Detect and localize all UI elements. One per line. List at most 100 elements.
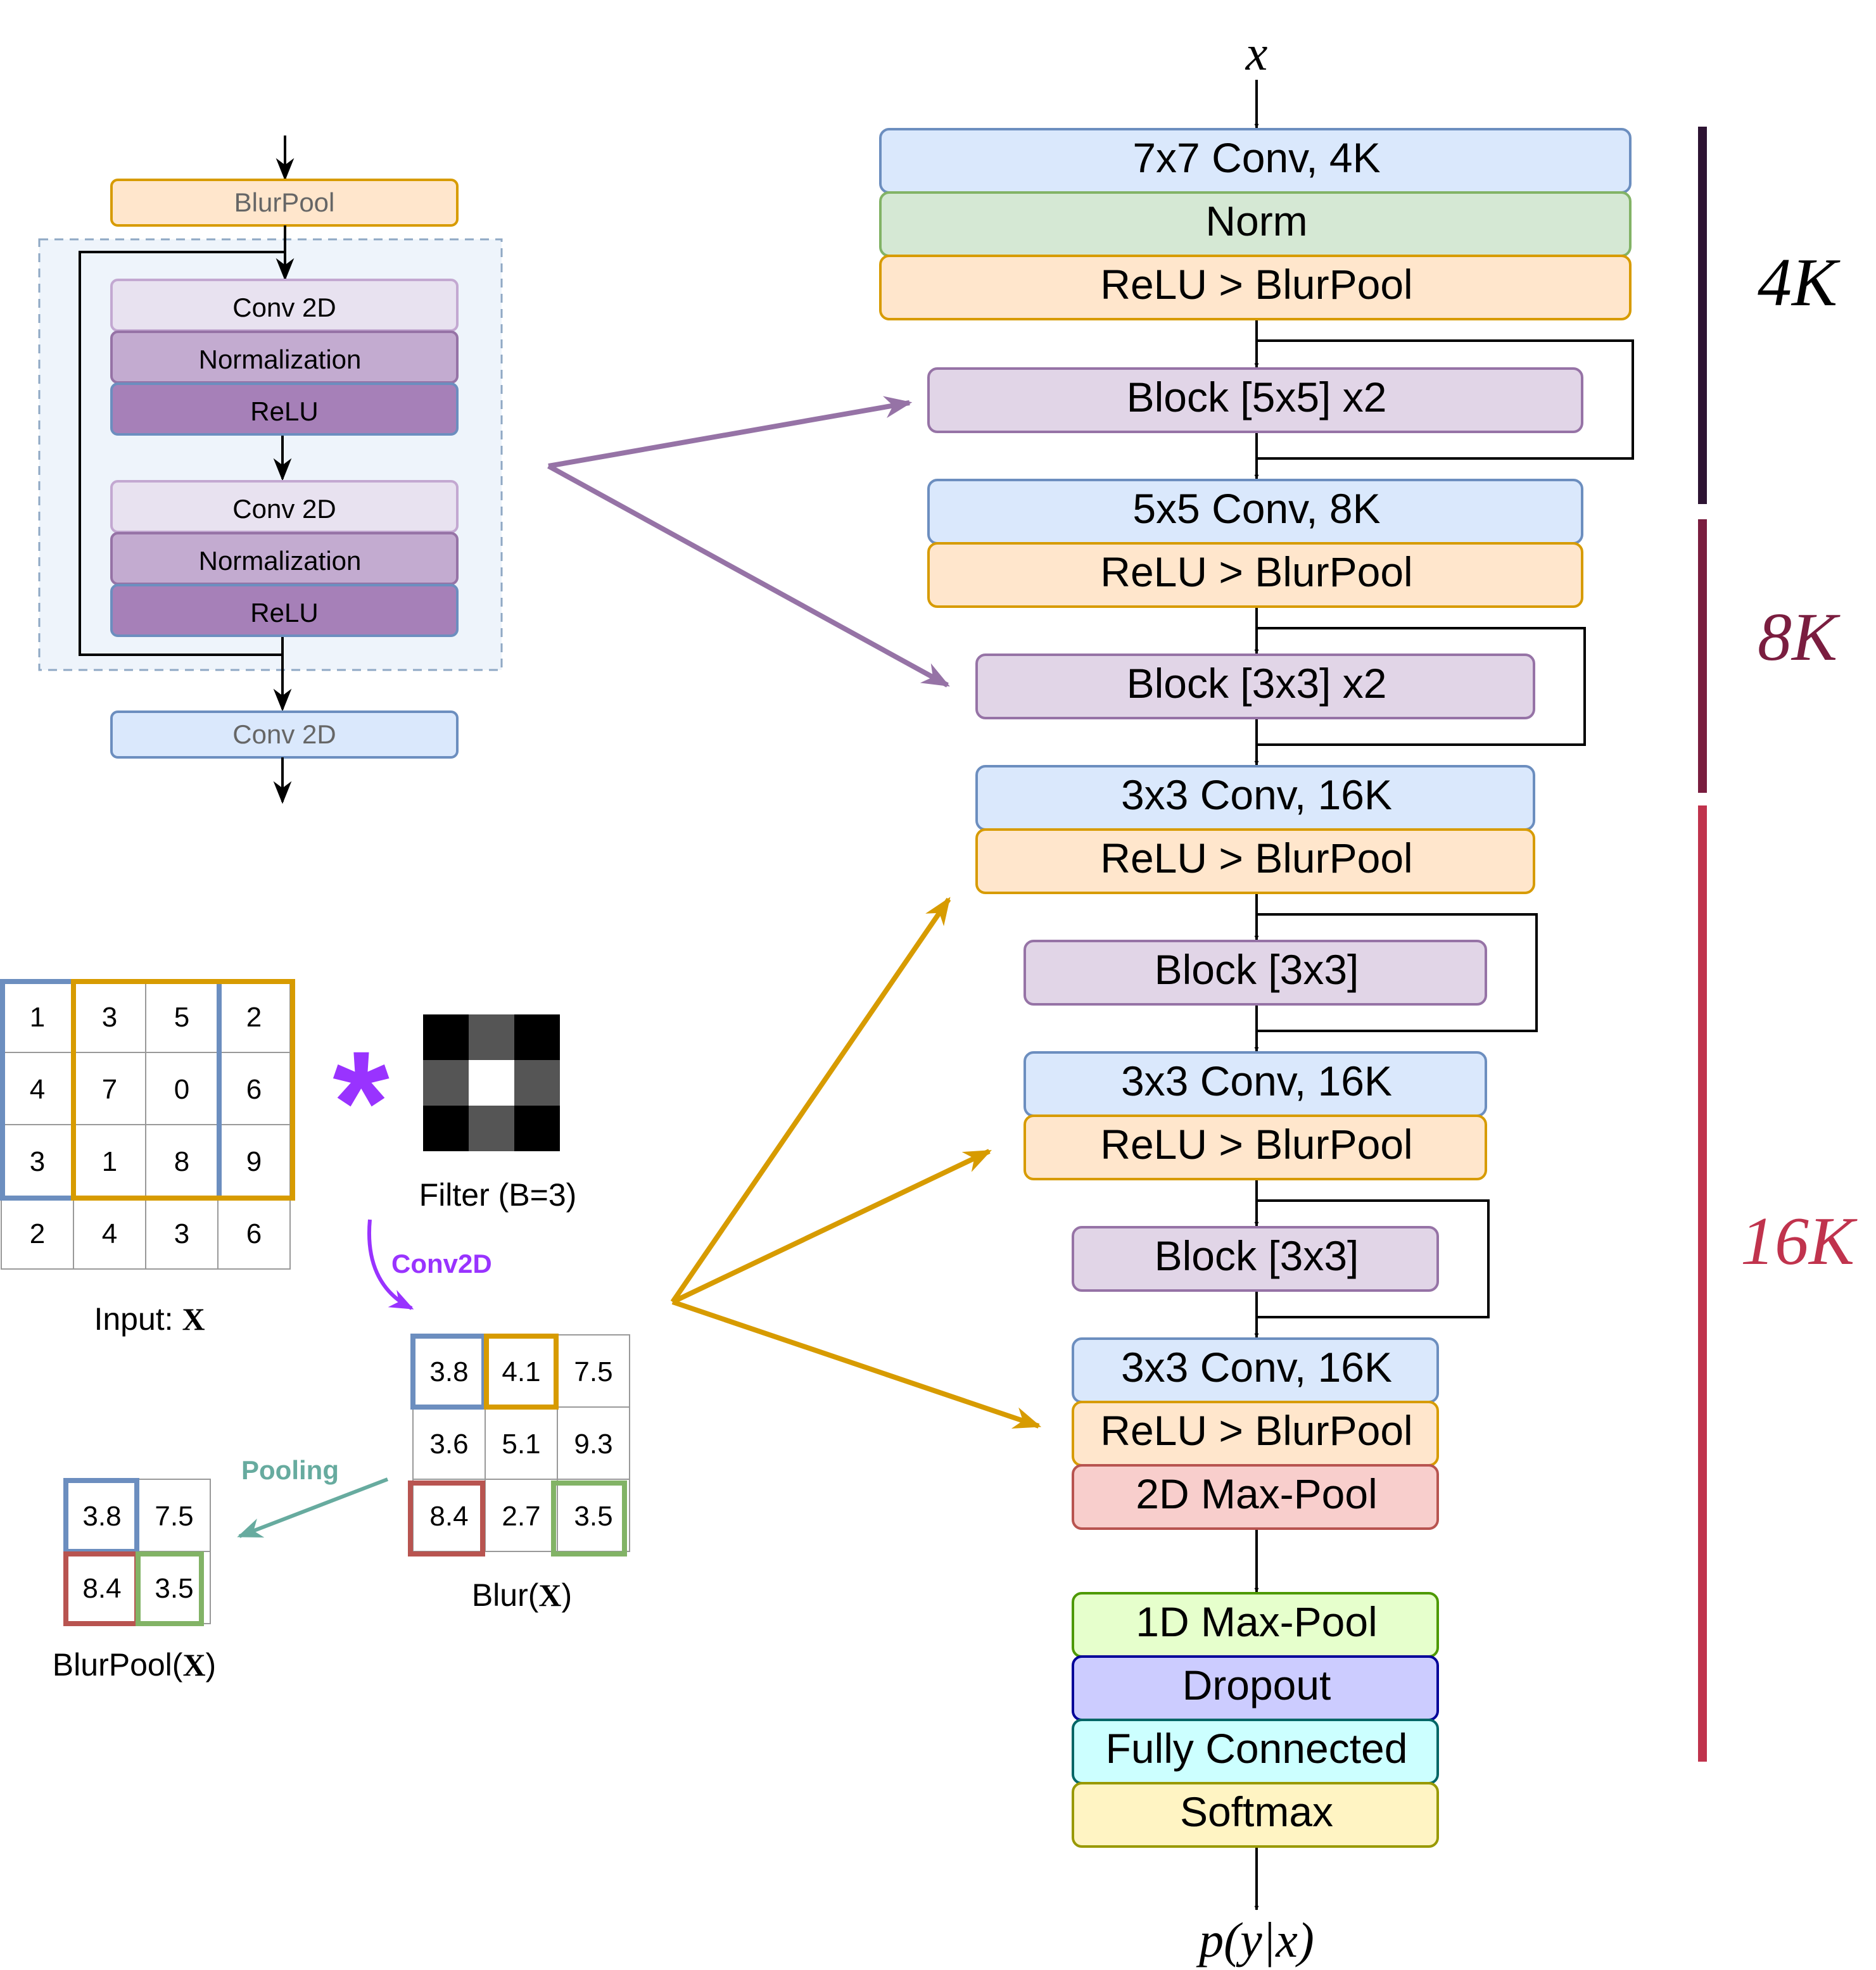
filter-cell — [469, 1106, 514, 1151]
layer-3x3-conv-16k-10: 3x3 Conv, 16K — [1024, 1051, 1487, 1117]
matrix-cell-value: 3 — [174, 1218, 189, 1249]
layer-3x3-conv-16k-13: 3x3 Conv, 16K — [1072, 1337, 1439, 1403]
matrix-cell — [557, 1334, 630, 1408]
matrix-cell-value: 7.5 — [155, 1501, 193, 1532]
layer-box — [927, 542, 1583, 608]
skip-connection-block-3x3 — [1257, 913, 1538, 1032]
layer-label: Fully Connected — [1106, 1725, 1408, 1772]
filter-cell — [514, 1106, 560, 1151]
input-window-orange — [71, 979, 295, 1201]
matrix-cell-value: 5 — [174, 1002, 189, 1033]
layer-box — [1072, 1226, 1439, 1292]
relu-a-label: ReLU — [250, 396, 318, 426]
layer-softmax-19: Softmax — [1072, 1782, 1439, 1848]
filter-cell — [423, 1060, 469, 1106]
pooling-label: Pooling — [241, 1455, 339, 1485]
block-detail-conv2d-box — [110, 710, 459, 759]
matrix-cell-value: 0 — [174, 1074, 189, 1105]
layer-label: Block [5x5] x2 — [1127, 374, 1387, 420]
blur-window-red — [408, 1481, 485, 1556]
block-detail-conv2d-label: Conv 2D — [232, 719, 336, 749]
relu-a-box — [110, 382, 459, 436]
matrix-cell — [217, 1124, 291, 1197]
layer-relu-blurpool-11: ReLU > BlurPool — [1024, 1114, 1487, 1180]
layer-block-3x3-9: Block [3x3] — [1024, 940, 1487, 1006]
network-connectors — [1254, 80, 1634, 1910]
layer-relu-blurpool-2: ReLU > BlurPool — [879, 255, 1632, 320]
matrix-cell — [412, 1479, 486, 1552]
layer-label: 3x3 Conv, 16K — [1121, 1058, 1392, 1104]
layer-box — [879, 255, 1632, 320]
matrix-cell — [217, 980, 291, 1053]
expand-to-blurpool-1-arrow — [670, 897, 951, 1304]
matrix-cell-value: 5.1 — [502, 1429, 540, 1460]
matrix-cell-value: 7 — [102, 1074, 117, 1105]
normalization-b-label: Normalization — [199, 546, 362, 576]
relu-b-label: ReLU — [250, 598, 318, 628]
matrix-cell-value: 4.1 — [502, 1356, 540, 1387]
stage-label-8k: 8K — [1758, 600, 1841, 675]
filter-label: Filter (B=3) — [419, 1177, 577, 1213]
matrix-cell-value: 7.5 — [574, 1356, 612, 1387]
matrix-cell — [137, 1479, 211, 1552]
matrix-cell — [145, 1052, 219, 1125]
matrix-cell — [557, 1479, 630, 1552]
layer-7x7-conv-4k-0: 7x7 Conv, 4K — [879, 128, 1632, 194]
matrix-cell — [412, 1334, 486, 1408]
layer-box — [1072, 1782, 1439, 1848]
pool-cell-green-border — [136, 1551, 204, 1626]
layer-label: ReLU > BlurPool — [1100, 835, 1412, 881]
matrix-cell-value: 3 — [30, 1146, 45, 1177]
layer-fully-connected-18: Fully Connected — [1072, 1719, 1439, 1784]
layer-block-3x3-x2-6: Block [3x3] x2 — [975, 654, 1535, 719]
skip-connection-block-5x5-x2 — [1257, 339, 1634, 460]
layer-label: 7x7 Conv, 4K — [1132, 134, 1380, 181]
conv2d-label: Conv2D — [391, 1249, 492, 1279]
layer-relu-blurpool-5: ReLU > BlurPool — [927, 542, 1583, 608]
layer-label: Dropout — [1182, 1662, 1331, 1708]
matrix-cell-value: 8.4 — [82, 1573, 121, 1604]
layer-block-5x5-x2-3: Block [5x5] x2 — [927, 367, 1583, 433]
blur-label: Blur(X) — [472, 1577, 572, 1613]
layer-box — [927, 367, 1583, 433]
expand-to-block-5x5-arrow — [548, 396, 913, 469]
filter-cell — [423, 1106, 469, 1151]
layer-box — [1024, 1114, 1487, 1180]
output-probability-label: p(y|x) — [1196, 1912, 1314, 1967]
layer-label: Block [3x3] — [1155, 1232, 1359, 1279]
expand-to-blurpool-3-arrow — [671, 1299, 1042, 1429]
matrix-cell-value: 1 — [30, 1002, 45, 1033]
layer-box — [1072, 1464, 1439, 1530]
matrix-cell — [73, 1196, 146, 1270]
matrix-cell-value: 4 — [30, 1074, 45, 1105]
input-label: Input: X — [94, 1301, 205, 1337]
skip-connection-block-3x3-x2 — [1257, 627, 1586, 746]
block-detail-blurpool-label: BlurPool — [234, 187, 335, 217]
matrix-cell — [137, 1551, 211, 1624]
layer-label: 3x3 Conv, 16K — [1121, 1344, 1392, 1391]
layer-label: Softmax — [1180, 1788, 1333, 1835]
layer-box — [1024, 940, 1487, 1006]
layer-label: ReLU > BlurPool — [1100, 261, 1412, 308]
layer-block-3x3-12: Block [3x3] — [1072, 1226, 1439, 1292]
matrix-cell-value: 9.3 — [574, 1429, 612, 1460]
relu-b-box — [110, 584, 459, 637]
matrix-cell — [412, 1406, 486, 1480]
layer-2d-max-pool-15: 2D Max-Pool — [1072, 1464, 1439, 1530]
normalization-a-label: Normalization — [199, 344, 362, 374]
matrix-cell-value: 9 — [246, 1146, 262, 1177]
matrix-cell — [1, 1124, 74, 1197]
matrix-cell-value: 2 — [30, 1218, 45, 1249]
block-skip-connection — [79, 251, 285, 656]
conv2d-a-label: Conv 2D — [232, 293, 336, 322]
layer-1d-max-pool-16: 1D Max-Pool — [1072, 1592, 1439, 1658]
matrix-cell-value: 4 — [102, 1218, 117, 1249]
stage-label-4k: 4K — [1758, 245, 1841, 320]
layer-label: ReLU > BlurPool — [1100, 1407, 1412, 1454]
layer-label: ReLU > BlurPool — [1100, 1121, 1412, 1168]
